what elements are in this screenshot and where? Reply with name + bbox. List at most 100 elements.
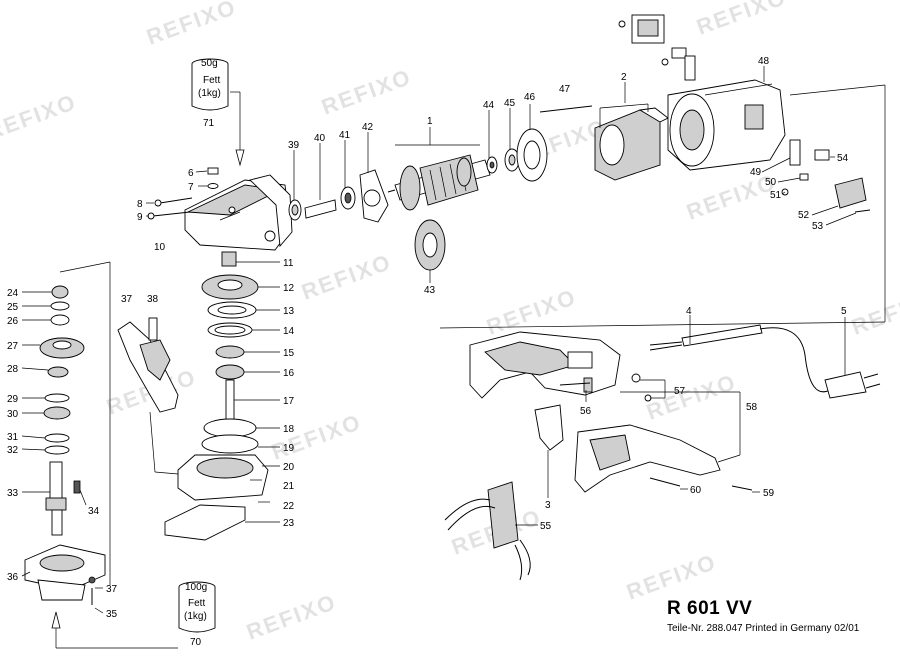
callout-39: 39 [288,140,300,151]
watermark: REFIXO [268,409,365,465]
callout-48: 48 [758,56,770,67]
watermark: REFIXO [243,589,340,645]
callout-18: 18 [283,424,295,435]
watermark: REFIXO [143,0,240,50]
watermark: REFIXO [0,89,80,145]
callout-29: 29 [7,394,19,405]
leader [789,84,886,96]
housing-screws [146,167,219,220]
watermark: REFIXO [483,284,580,340]
callout-54: 54 [837,153,849,164]
leader [439,321,886,329]
callout-12: 12 [283,283,295,294]
callout-numbers: 1 2 3 4 5 6 7 8 9 10 11 12 13 14 15 16 1… [7,56,849,620]
callout-49: 49 [750,167,762,178]
side-handle [117,317,179,413]
grease-pack: (1kg) [184,611,207,622]
grease-amount: 50g [201,58,218,69]
callout-2: 2 [621,72,627,83]
callout-11: 11 [283,258,294,269]
callout-35: 35 [106,609,118,620]
watermark: REFIXO [623,549,720,605]
callout-16: 16 [283,368,295,379]
callout-60: 60 [690,485,702,496]
callout-41: 41 [339,130,351,141]
grease-pack: (1kg) [198,88,221,99]
callout-13: 13 [283,306,295,317]
grease-amount: 100g [185,582,207,593]
rear-handle-group [444,331,753,581]
callout-50: 50 [765,177,777,188]
callout-24: 24 [7,288,19,299]
callout-47: 47 [559,84,571,95]
grease-pot-70: 100g Fett (1kg) 70 [51,581,216,649]
grease-kind: Fett [203,75,220,86]
callout-56: 56 [580,406,592,417]
callout-33: 33 [7,488,19,499]
callout-38: 38 [147,294,159,305]
leader [59,261,111,273]
grease-kind: Fett [188,598,205,609]
leader [149,411,156,473]
callout-10: 10 [154,242,166,253]
watermark: REFIXO [643,369,740,425]
callout-22: 22 [283,501,295,512]
watermark: REFIXO [318,64,415,120]
callout-70: 70 [190,637,202,648]
gear-housing [184,174,293,251]
callout-44: 44 [483,100,495,111]
callout-27: 27 [7,341,19,352]
parts-number-line: Teile-Nr. 288.047 Printed in Germany 02/… [667,623,860,634]
callout-37-upper: 37 [121,294,133,305]
callout-36: 36 [7,572,19,583]
model-title: R 601 VV [667,598,753,619]
callout-4: 4 [686,306,692,317]
leader [717,454,741,463]
callout-46: 46 [524,92,536,103]
callout-30: 30 [7,409,19,420]
callout-25: 25 [7,302,19,313]
power-cable [649,324,881,399]
callout-42: 42 [362,122,374,133]
callout-45: 45 [504,98,516,109]
callout-21: 21 [283,481,295,492]
callout-55: 55 [540,521,552,532]
callout-43: 43 [424,285,436,296]
callout-14: 14 [283,326,295,337]
callout-7: 7 [188,182,194,193]
callout-19: 19 [283,443,295,454]
callout-1: 1 [427,116,433,127]
grease-pot-71: 50g Fett (1kg) 71 [191,58,245,167]
callout-32: 32 [7,445,19,456]
stator [594,107,669,181]
callout-37-lower: 37 [106,584,118,595]
callout-71: 71 [203,118,215,129]
callout-57: 57 [674,386,686,397]
gearbox-stack [164,251,270,541]
callout-28: 28 [7,364,19,375]
spindle-stack [24,285,106,605]
callout-20: 20 [283,462,295,473]
motor-shaft-parts [288,169,389,223]
callout-59: 59 [763,488,775,499]
fan-wheel [414,219,446,271]
callout-8: 8 [137,199,143,210]
callout-17: 17 [283,396,295,407]
callout-3: 3 [545,500,551,511]
callout-23: 23 [283,518,295,529]
callout-51: 51 [770,190,782,201]
callout-58: 58 [746,402,758,413]
callout-5: 5 [841,306,847,317]
callout-15: 15 [283,348,295,359]
callout-53: 53 [812,221,824,232]
callout-9: 9 [137,212,143,223]
watermark: REFIXO [298,249,395,305]
watermark: REFIXO [693,0,790,40]
callout-6: 6 [188,168,194,179]
leader-lines [21,66,857,614]
callout-31: 31 [7,432,19,443]
armature [387,154,491,211]
screw-47 [539,105,593,113]
callout-40: 40 [314,133,326,144]
